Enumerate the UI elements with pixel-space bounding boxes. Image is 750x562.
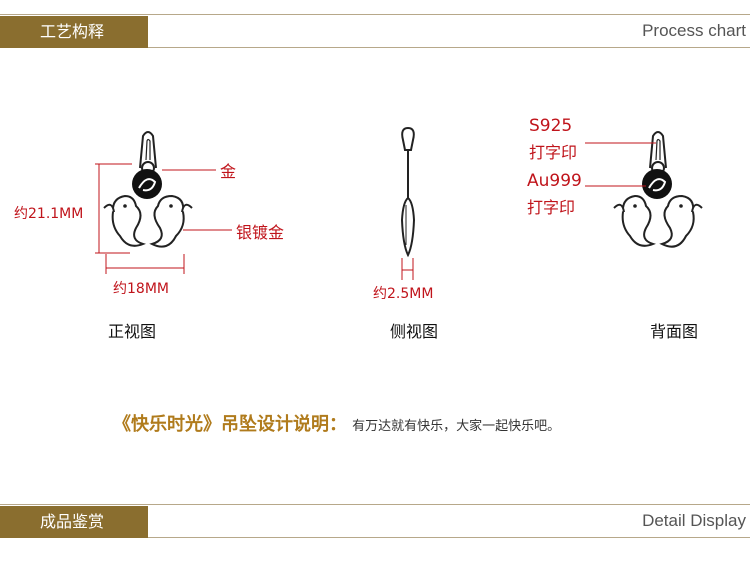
front-pendant-drawing [103, 131, 193, 248]
process-section-tab: 工艺构释 [0, 16, 148, 48]
front-view-title: 正视图 [108, 322, 157, 341]
design-description-heading: 《快乐时光》吊坠设计说明： [113, 414, 347, 435]
s925-stamp-label: S925 [529, 116, 573, 136]
s925-stamp-sub: 打字印 [529, 143, 578, 162]
front-width-label: 约18MM [113, 281, 169, 297]
front-height-dimension [95, 163, 132, 254]
back-view-title: 背面图 [650, 322, 699, 341]
design-description: 《快乐时光》吊坠设计说明： 有万达就有快乐，大家一起快乐吧。 [113, 410, 560, 436]
front-width-dimension [105, 254, 185, 274]
display-section-tab: 成品鉴赏 [0, 506, 148, 538]
side-pendant-drawing [400, 126, 416, 258]
plated-material-label: 银镀金 [236, 223, 285, 242]
process-header-top-line [0, 14, 750, 15]
design-description-text: 有万达就有快乐，大家一起快乐吧。 [352, 419, 561, 434]
front-height-label: 约21.1MM [14, 206, 84, 222]
side-thickness-dimension [401, 258, 414, 280]
side-view-title: 侧视图 [390, 322, 439, 341]
back-pendant-drawing [613, 131, 703, 248]
process-header-bottom-line [0, 47, 750, 48]
display-section-english-title: Detail Display [642, 511, 746, 530]
display-header-bottom-line [0, 537, 750, 538]
au999-stamp-label: Au999 [527, 171, 582, 191]
display-header-top-line [0, 504, 750, 505]
gold-material-label: 金 [220, 162, 237, 181]
au999-stamp-sub: 打字印 [527, 198, 576, 217]
process-section-english-title: Process chart [642, 21, 746, 40]
side-thickness-label: 约2.5MM [373, 286, 434, 302]
